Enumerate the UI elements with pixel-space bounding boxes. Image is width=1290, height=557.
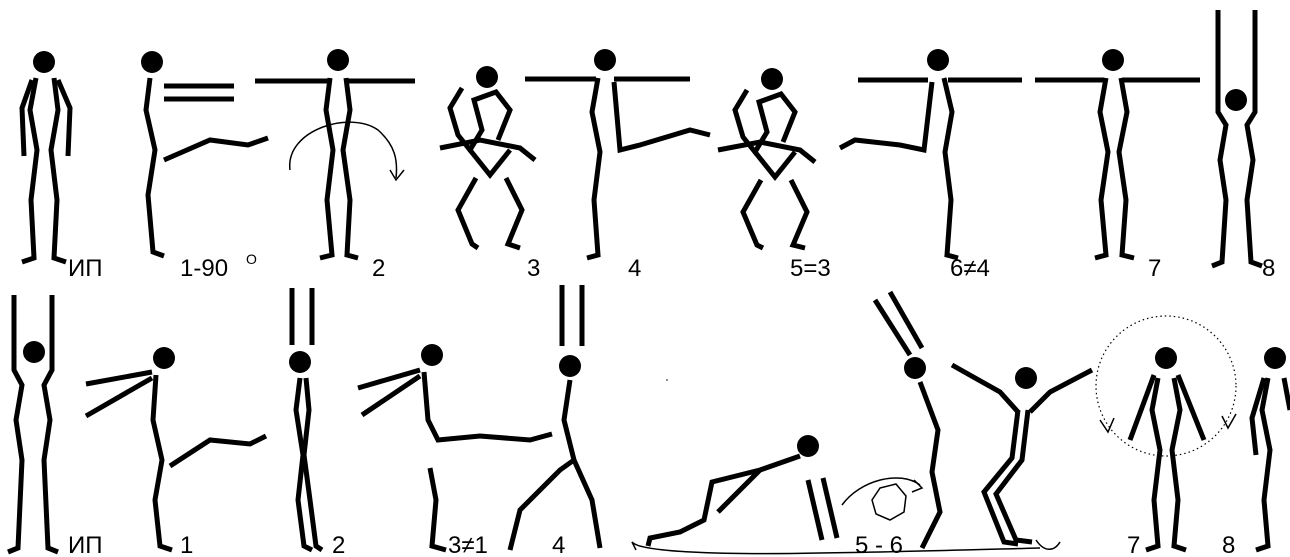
figure-r2-step-4	[510, 285, 600, 550]
label-r1-6: 5=3	[790, 255, 831, 282]
figure-r2-step-2	[289, 288, 322, 550]
figure-r2-diagonal	[875, 292, 940, 548]
label-r1-9: 8	[1262, 255, 1275, 282]
label-r2-6: 5 - 6	[855, 532, 903, 557]
figure-r1-step-4	[525, 49, 710, 258]
figure-r1-step-5	[718, 68, 815, 248]
figure-r2-step-5-6	[632, 435, 1040, 554]
figure-r2-step-8	[1252, 347, 1290, 550]
speck	[666, 379, 668, 381]
label-r2-7: 7	[1127, 532, 1140, 557]
figure-r2-step-1	[86, 347, 266, 550]
label-r1-8: 7	[1148, 255, 1161, 282]
figure-r1-step-2	[255, 49, 415, 258]
figure-r1-step-3	[440, 66, 535, 248]
label-r1-2: 1-90	[180, 255, 228, 282]
label-r2-4: 3≠1	[448, 532, 488, 557]
label-r2-2: 1	[180, 532, 193, 557]
figure-r2-start-position	[8, 295, 58, 552]
label-r2-8: 8	[1222, 532, 1235, 557]
label-r1-5: 4	[628, 255, 641, 282]
label-r2-5: 4	[552, 532, 565, 557]
label-r1-1: ИП	[68, 255, 103, 282]
degree-mark: O	[246, 251, 257, 267]
label-r1-4: 3	[527, 255, 540, 282]
figure-r1-step-8	[1212, 10, 1262, 266]
label-r1-3: 2	[372, 255, 385, 282]
figure-r2-y-jump	[952, 365, 1092, 549]
figure-r1-step-1	[141, 51, 268, 256]
label-r1-7: 6≠4	[950, 255, 990, 282]
figure-r2-step-7	[1096, 316, 1236, 550]
label-r2-3: 2	[332, 532, 345, 557]
figure-r1-start-position	[22, 51, 70, 262]
figure-r1-step-6	[840, 49, 1022, 258]
figure-r1-step-7	[1035, 49, 1200, 258]
figure-r2-step-3	[358, 344, 552, 550]
label-r2-1: ИП	[68, 532, 103, 557]
